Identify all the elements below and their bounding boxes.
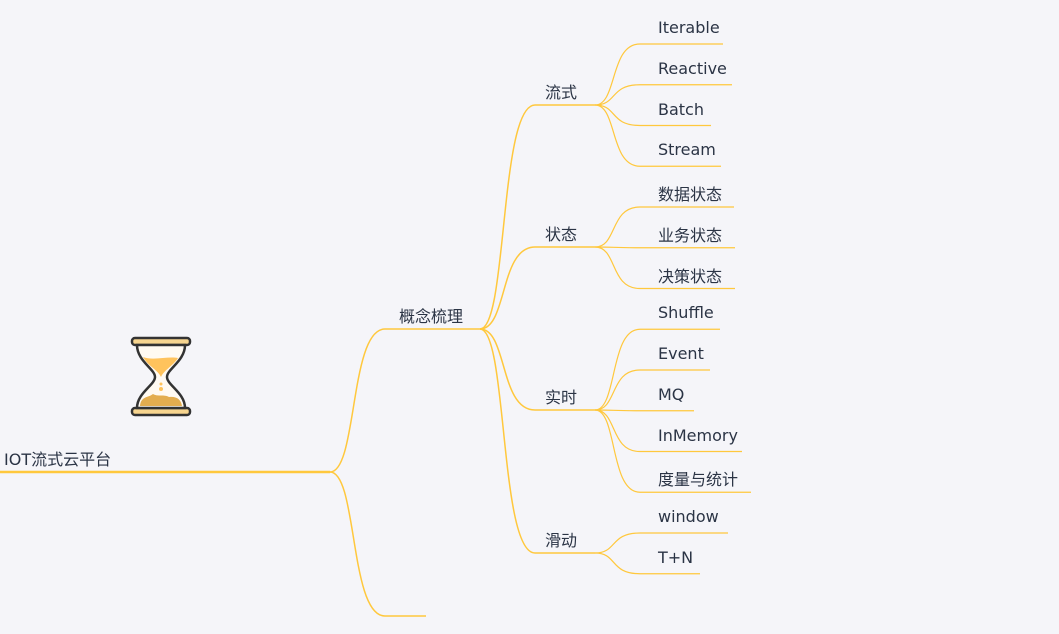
leaf-connector (594, 246, 735, 290)
topic-connector (329, 328, 480, 473)
subtopic-状态[interactable]: 状态 (545, 225, 578, 244)
topic-connector (329, 471, 426, 617)
leaf-度量与统计[interactable]: 度量与统计 (658, 470, 739, 490)
leaf-Reactive[interactable]: Reactive (658, 58, 727, 78)
leaf-InMemory[interactable]: InMemory (658, 425, 738, 445)
subtopic-滑动[interactable]: 滑动 (545, 531, 578, 550)
subtopic-流式[interactable]: 流式 (545, 83, 578, 102)
leaf-connector (594, 409, 694, 412)
topic-0[interactable]: 概念梳理 (399, 307, 464, 326)
subtopic-connector (479, 328, 595, 411)
leaf-connector (594, 369, 710, 411)
leaf-Shuffle[interactable]: Shuffle (658, 303, 714, 323)
subtopic-connector (479, 246, 595, 330)
leaf-Stream[interactable]: Stream (658, 140, 716, 160)
leaf-Event[interactable]: Event (658, 344, 704, 363)
leaf-connector (594, 409, 742, 453)
leaf-connector (594, 532, 728, 554)
leaf-connector (594, 409, 751, 493)
leaf-T+N[interactable]: T+N (658, 547, 694, 567)
leaf-connector (594, 104, 721, 167)
leaf-数据状态[interactable]: 数据状态 (658, 185, 723, 204)
leaf-Batch[interactable]: Batch (658, 99, 704, 119)
leaf-connector (594, 84, 732, 106)
leaf-connector (594, 246, 735, 249)
root-topic[interactable]: IOT流式云平台 (4, 450, 112, 469)
leaf-connector (594, 206, 734, 248)
leaf-connector (594, 43, 723, 106)
leaf-connector (594, 104, 711, 127)
subtopic-connector (479, 104, 595, 330)
subtopic-实时[interactable]: 实时 (545, 388, 578, 407)
leaf-业务状态[interactable]: 业务状态 (658, 225, 723, 245)
leaf-connector (594, 328, 720, 411)
leaf-Iterable[interactable]: Iterable (658, 18, 720, 37)
hourglass-icon (130, 336, 192, 417)
subtopic-connector (479, 328, 595, 554)
leaf-window[interactable]: window (658, 507, 719, 526)
leaf-决策状态[interactable]: 决策状态 (658, 266, 723, 286)
leaf-connector (594, 552, 700, 575)
leaf-MQ[interactable]: MQ (658, 384, 685, 404)
